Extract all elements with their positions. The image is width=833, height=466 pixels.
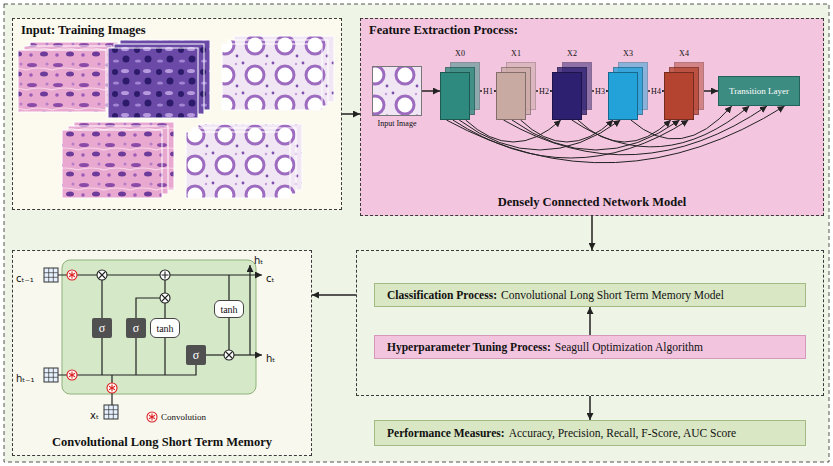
process-band: Classification Process: Convolutional Lon… — [374, 283, 806, 307]
panel-box: Feature Extraction Process: Densely Conne… — [360, 18, 824, 216]
box-title: Input: Training Images — [21, 23, 146, 38]
edge-label: H2 — [538, 87, 550, 96]
dense-skip-arrow — [572, 106, 750, 147]
legend-text: Convolution — [161, 411, 206, 423]
band-heading: Performance Measures: — [387, 427, 505, 439]
process-band: Hyperparameter Tuning Process: Seagull Op… — [374, 335, 806, 359]
dense-skip-arrow — [578, 120, 671, 142]
block-layer — [440, 72, 470, 120]
signal-label: hₜ₋₁ — [16, 373, 35, 384]
dense-block: X3 — [608, 48, 648, 120]
band-text: Accuracy, Precision, Recall, F-Score, AU… — [509, 427, 737, 439]
dense-block: X1 — [496, 48, 536, 120]
edge-label-holder: H4 — [650, 80, 662, 98]
block-label: X1 — [511, 48, 521, 60]
connector-arrow — [589, 396, 591, 420]
signal-label: hₜ — [254, 255, 263, 266]
connector-arrow — [704, 90, 718, 92]
tanh-gate: tanh — [214, 300, 244, 318]
edge-label: H1 — [482, 87, 494, 96]
block-stack — [440, 62, 480, 120]
sigmoid-gate: σ — [92, 318, 112, 338]
edge-label: H4 — [650, 87, 662, 96]
block-layer — [496, 72, 526, 120]
block-layer — [552, 72, 582, 120]
legend-item: Convolution — [146, 411, 206, 423]
gate-symbol: tanh — [220, 304, 237, 315]
band-text: Seagull Optimization Algorithm — [555, 341, 703, 353]
gate-symbol: σ — [99, 321, 105, 336]
block-label: X0 — [455, 48, 465, 60]
gate-symbol: tanh — [156, 323, 173, 334]
edge-label: H3 — [594, 87, 606, 96]
block-label: X3 — [623, 48, 633, 60]
tanh-gate: tanh — [150, 318, 180, 338]
box-caption: Densely Connected Network Model — [498, 195, 687, 210]
band-text: Convolutional Long Short Term Memory Mod… — [501, 289, 724, 301]
signal-label: hₜ — [266, 353, 275, 364]
sigmoid-gate: σ — [186, 345, 206, 365]
dense-block: X0 — [440, 48, 480, 120]
box-caption: Convolutional Long Short Term Memory — [52, 435, 272, 450]
connector-arrow — [591, 216, 593, 250]
edge-label-holder: H2 — [538, 80, 550, 98]
dense-skip-arrow — [503, 106, 767, 155]
dense-skip-arrow — [466, 120, 561, 142]
gate-symbol: σ — [133, 321, 139, 336]
signal-label: cₜ — [266, 273, 274, 284]
block-label: X4 — [679, 48, 689, 60]
box-title: Feature Extraction Process: — [369, 23, 518, 38]
dense-skip-arrow — [446, 106, 784, 163]
dense-skip-arrow — [459, 120, 620, 150]
gate-symbol: σ — [193, 348, 199, 363]
connector-arrow — [342, 113, 360, 115]
transition-layer-box: Transition Layer — [718, 76, 800, 106]
signal-label-holder: xₜ — [90, 405, 99, 423]
connector-arrow — [589, 307, 591, 335]
connector-arrow — [422, 90, 440, 92]
image-label: Input Image — [378, 118, 417, 129]
block-layer — [608, 72, 638, 120]
signal-label-holder: hₜ₋₁ — [16, 368, 35, 386]
edge-label-holder: H3 — [594, 80, 606, 98]
input-image: Input Image — [372, 66, 422, 129]
block-stack — [608, 62, 648, 120]
block-stack — [496, 62, 536, 120]
block-label: X2 — [567, 48, 577, 60]
band-heading: Classification Process: — [387, 289, 497, 301]
legend-symbol — [146, 411, 158, 423]
dense-block: X2 — [552, 48, 592, 120]
signal-label-holder: cₜ₋₁ — [16, 268, 34, 286]
box-text: Transition Layer — [729, 86, 789, 96]
signal-label-holder: hₜ — [254, 250, 263, 268]
band-heading: Hyperparameter Tuning Process: — [387, 341, 551, 353]
block-stack — [664, 62, 704, 120]
sigmoid-gate: σ — [126, 318, 146, 338]
signal-label: xₜ — [90, 410, 99, 421]
signal-label-holder: cₜ — [266, 268, 274, 286]
block-layer — [664, 72, 694, 120]
signal-label: cₜ₋₁ — [16, 273, 34, 284]
dense-skip-arrow — [521, 120, 614, 142]
image-frame — [372, 66, 422, 116]
block-stack — [552, 62, 592, 120]
dense-skip-arrow — [631, 106, 732, 139]
signal-label-holder: hₜ — [266, 348, 275, 366]
edge-label-holder: H1 — [482, 80, 494, 98]
process-band: Performance Measures: Accuracy, Precision… — [374, 420, 806, 446]
connector-arrow — [312, 294, 356, 296]
dense-block: X4 — [664, 48, 704, 120]
